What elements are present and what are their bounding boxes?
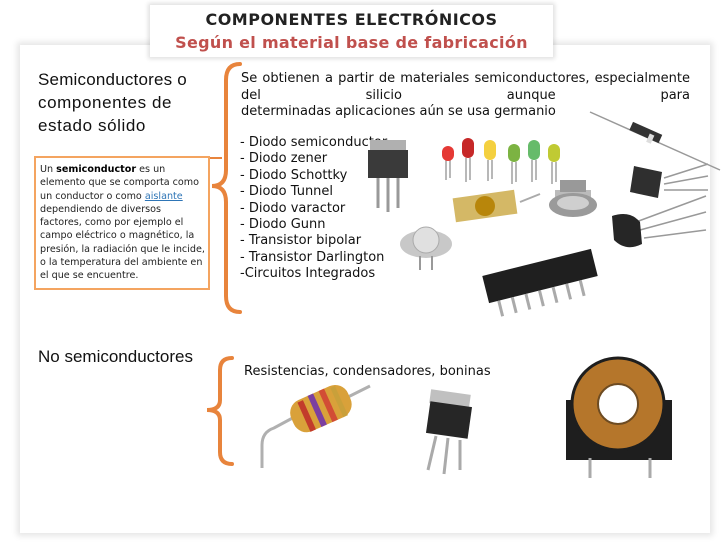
- list-item: - Transistor bipolar: [240, 233, 362, 249]
- title-box: COMPONENTES ELECTRÓNICOS Según el materi…: [150, 5, 553, 57]
- list-item: - Diodo Tunnel: [240, 184, 334, 200]
- definition-text-1: es un elemento que se comporta como un c…: [40, 164, 199, 202]
- bracket-semiconductores: [211, 62, 242, 314]
- bracket-no-semiconductores: [206, 356, 234, 466]
- semiconductor-definition-box: Un semiconductor es un elemento que se c…: [34, 156, 210, 290]
- list-item: - Diodo Schottky: [240, 167, 348, 183]
- integrated-circuit-icon: [482, 248, 598, 317]
- semiconductores-heading-line1: Semiconductores o: [38, 70, 187, 89]
- transistor-to92-icon: [630, 163, 709, 198]
- stud-diode-icon: [452, 189, 541, 223]
- slide-title: COMPONENTES ELECTRÓNICOS: [205, 10, 498, 29]
- led-icon: [442, 138, 560, 184]
- transistor-to92-2-icon: [612, 195, 707, 248]
- semiconductores-description-line1: Se obtienen a partir de materiales semic…: [241, 71, 690, 103]
- semiconductores-heading-line3: estado sólido: [38, 116, 146, 135]
- list-item: - Transistor Darlington: [240, 249, 385, 265]
- list-item: - Diodo varactor: [240, 200, 346, 216]
- transistor-to3-icon: [400, 226, 452, 270]
- stud-transistor-icon: [549, 180, 597, 217]
- list-item: - Diodo Gunn: [240, 217, 326, 233]
- voltage-regulator-icon: [425, 389, 473, 475]
- no-semiconductores-items: Resistencias, condensadores, boninas: [244, 364, 491, 379]
- transistor-to220-icon: [368, 140, 408, 212]
- diode-icon: [589, 111, 721, 171]
- semiconductor-list: - Diodo semiconductor - Diodo zener - Di…: [240, 135, 387, 283]
- slide-subtitle: Según el material base de fabricación: [175, 33, 528, 52]
- definition-text-2: dependiendo de diversos factores, como p…: [40, 203, 205, 282]
- list-item: - Diodo semiconductor: [240, 135, 388, 150]
- definition-prefix: Un: [40, 164, 54, 175]
- aislante-link[interactable]: aislante: [144, 190, 183, 202]
- list-item: -Circuitos Integrados: [240, 266, 376, 282]
- resistor-icon: [260, 384, 371, 468]
- definition-term: semiconductor: [56, 164, 137, 175]
- inductor-icon: [566, 356, 672, 478]
- semiconductores-description-line2: determinadas aplicaciones aún se usa ger…: [241, 104, 556, 119]
- no-semiconductores-heading: No semiconductores: [38, 347, 193, 366]
- semiconductores-heading: Semiconductores o componentes de estado …: [38, 68, 187, 137]
- list-item: - Diodo zener: [240, 151, 328, 167]
- semiconductores-heading-line2: componentes de: [38, 93, 173, 112]
